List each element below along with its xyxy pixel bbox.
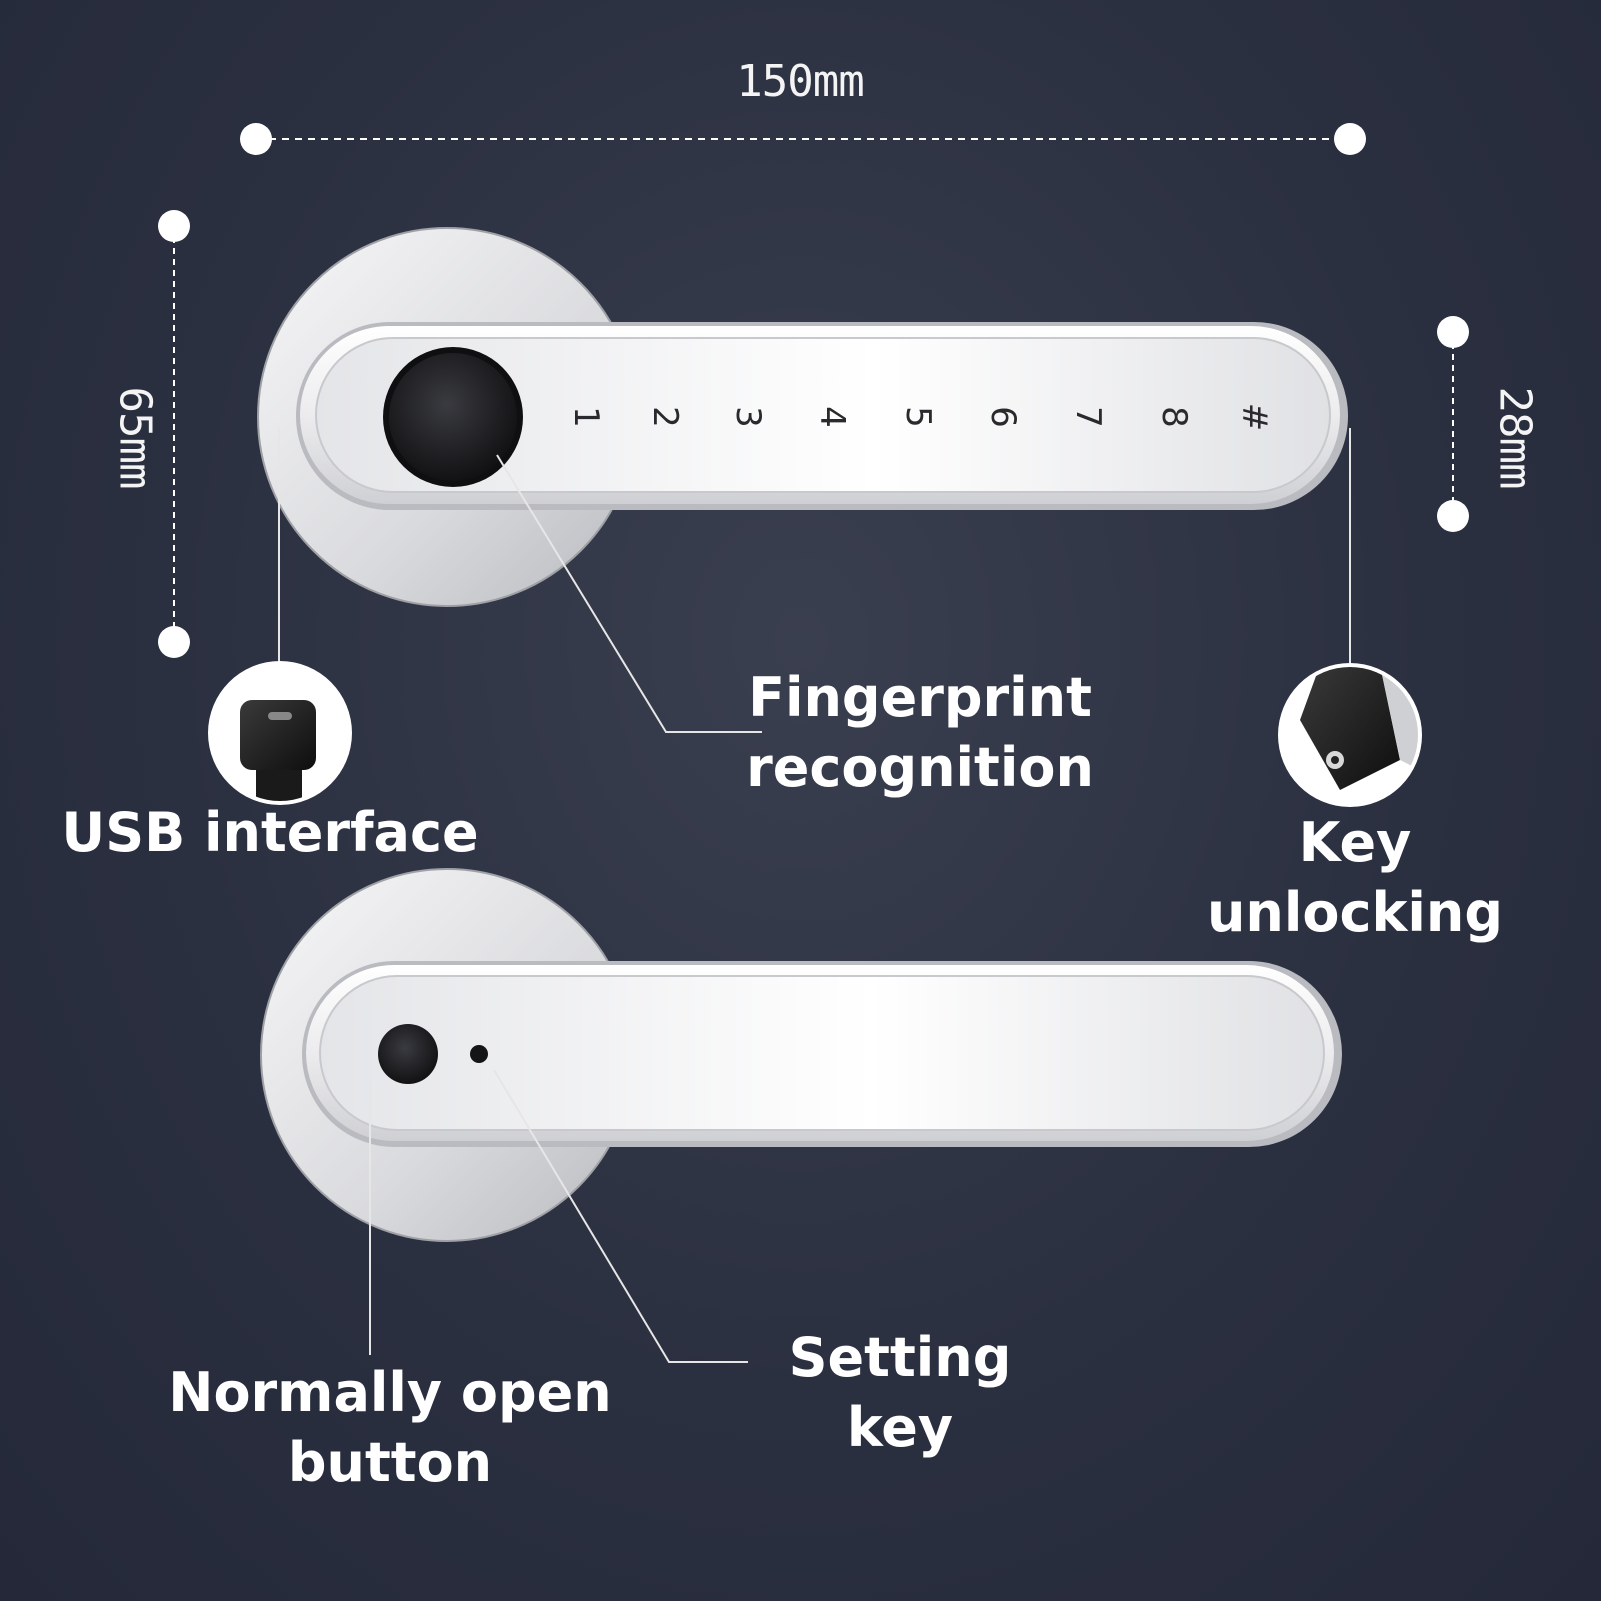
setting-key-hole [470, 1045, 488, 1063]
normally-open-label: Normally open button [168, 1361, 612, 1494]
setting-key-label: Setting key [788, 1326, 1012, 1459]
keypad-key: 5 [898, 406, 938, 428]
dimension-rose-label: 65mm [109, 386, 161, 489]
dimension-length-line [240, 123, 1366, 155]
usb-label: USB interface [61, 801, 479, 864]
key-label: Key unlocking [1206, 811, 1504, 944]
keypad-key: 7 [1068, 406, 1108, 428]
keypad-key: 2 [645, 406, 685, 428]
normally-open-button [378, 1024, 438, 1084]
dimension-handle-line [1437, 316, 1469, 532]
setting-key-leader [493, 1069, 748, 1363]
dimension-rose-line [158, 210, 190, 658]
dimension-handle-label: 28mm [1489, 386, 1541, 489]
fingerprint-label: Fingerprint recognition [746, 666, 1094, 799]
keypad-key: 1 [566, 406, 606, 428]
usb-inset [208, 661, 352, 805]
key-inset [1278, 663, 1422, 807]
fingerprint-leader [496, 454, 762, 733]
dimension-length-label: 150mm [736, 56, 864, 107]
keypad-key: 4 [812, 406, 852, 428]
front-handle [257, 227, 1348, 607]
keypad-key: # [1234, 403, 1274, 432]
back-handle [260, 868, 1342, 1242]
keypad: 1 2 3 4 5 6 7 8 # [566, 403, 1274, 432]
keypad-key: 6 [983, 406, 1023, 428]
keypad-key: 3 [728, 406, 768, 428]
keypad-key: 8 [1154, 406, 1194, 428]
